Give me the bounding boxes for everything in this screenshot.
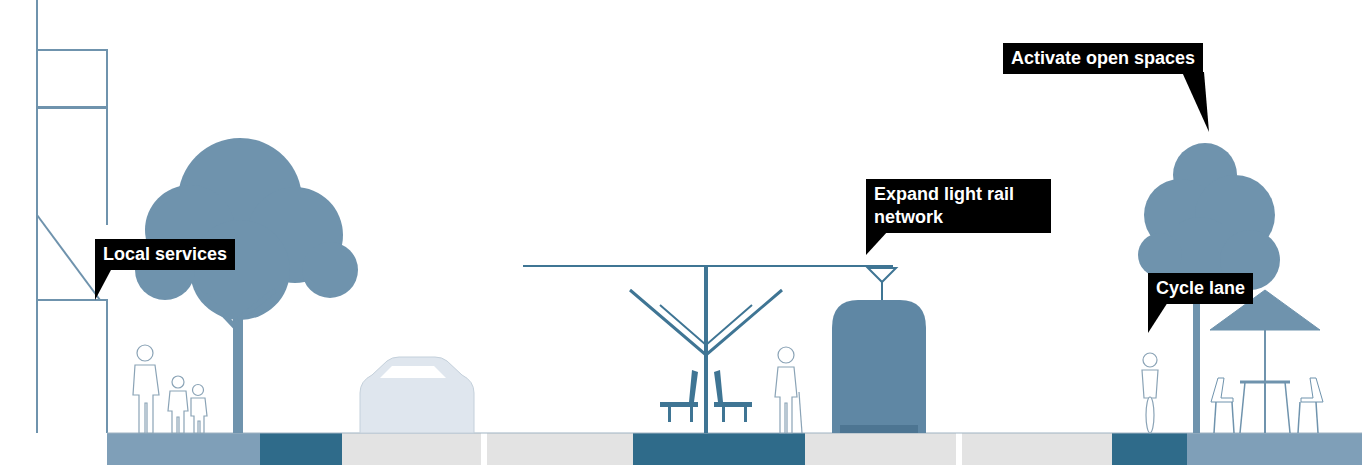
ground [107,433,1362,465]
building [37,0,107,433]
callout-label: Expand light rail network [874,183,1043,229]
tree [1138,143,1280,433]
pedestrians [133,345,207,433]
tree [135,138,358,433]
pedestrian [775,347,802,433]
cyclist [1142,353,1158,433]
callout-box: Expand light rail network [866,179,1051,233]
tram [832,300,926,433]
bench [660,370,752,422]
callout-box: Cycle lane [1148,273,1253,304]
callout-label: Local services [103,243,227,266]
callout-pointer [95,72,1209,333]
callout-label: Cycle lane [1156,277,1245,300]
callout-box: Local services [95,239,235,270]
callout-box: Activate open spaces [1003,43,1203,74]
callout-label: Activate open spaces [1011,47,1195,70]
cafe-furniture [1210,290,1323,433]
car [360,357,474,433]
